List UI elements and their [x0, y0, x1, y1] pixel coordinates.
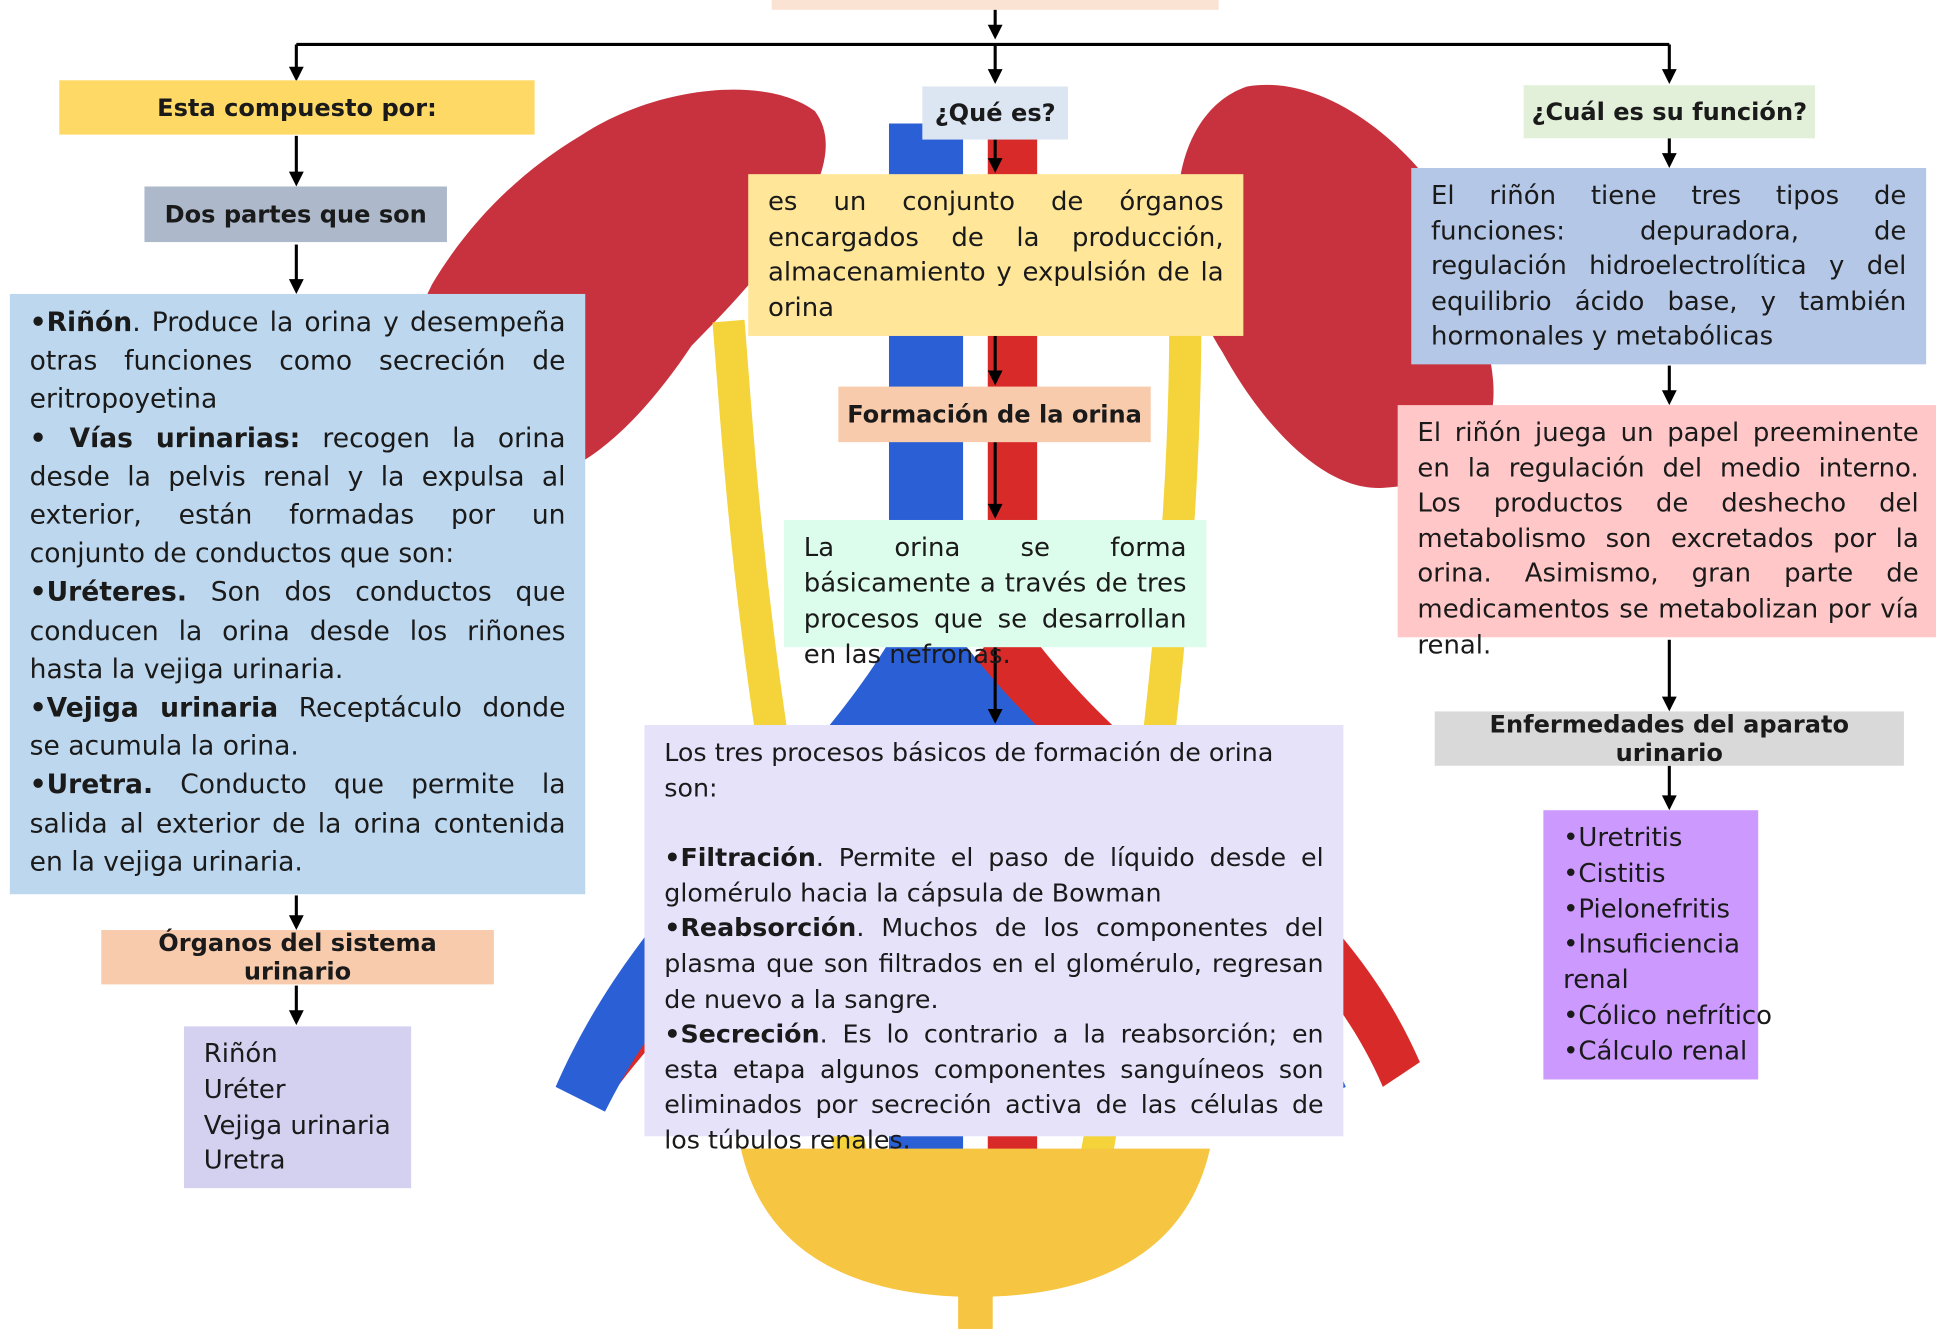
processes-intro: Los tres procesos básicos de formación d… — [664, 737, 1274, 803]
urethra — [958, 1284, 993, 1329]
disease-item: •Pielonefritis — [1563, 893, 1730, 924]
disease-item: •Insuficiencia — [1563, 929, 1740, 959]
processes-description: Los tres procesos básicos de formación d… — [644, 725, 1344, 1155]
function-text: El riñón tiene tres tipos de funciones: … — [1411, 167, 1927, 365]
vias-title: • Vías urinarias: — [29, 423, 301, 455]
connector-arrowheads — [288, 24, 1677, 1026]
filtracion-text: . Permite el paso de líquido desde el gl… — [664, 842, 1324, 908]
formation-text: La orina se forma básicamente a través d… — [784, 519, 1207, 669]
top-title-box-edge — [771, 0, 1219, 10]
function-header: ¿Cuál es su función? — [1523, 85, 1816, 139]
parts-description: •Riñón. Produce la orina y desempeña otr… — [9, 293, 586, 895]
diseases-header: Enfermedades del aparato urinario — [1434, 710, 1904, 767]
organs-header: Órganos del sistema urinario — [101, 929, 494, 986]
vejiga-text: Receptáculo donde se acumula la orina. — [29, 692, 566, 763]
organ-item: Uréter — [203, 1074, 286, 1104]
ureteres-text: Son dos conductos que conducen la orina … — [29, 577, 566, 686]
what-text: es un conjunto de órganos encargados de … — [748, 174, 1244, 336]
composed-header: Esta compuesto por: — [59, 80, 535, 135]
disease-item: •Uretritis — [1563, 822, 1683, 853]
organ-item: Uretra — [203, 1145, 286, 1176]
vejiga-title: •Vejiga urinaria — [29, 692, 279, 724]
organs-list: Riñón Uréter Vejiga urinaria Uretra — [183, 1026, 412, 1189]
formation-header: Formación de la orina — [838, 386, 1151, 443]
ureteres-title: •Uréteres. — [29, 577, 187, 609]
organ-item: Riñón — [203, 1038, 278, 1069]
filtracion-title: •Filtración — [664, 842, 816, 873]
disease-item: •Cálculo renal — [1563, 1035, 1748, 1066]
organ-item: Vejiga urinaria — [203, 1109, 391, 1140]
bladder — [740, 1148, 1211, 1297]
secrecion-title: •Secreción — [664, 1019, 820, 1049]
reabsorcion-text: . Muchos de los componentes del plasma q… — [664, 913, 1324, 1014]
vias-text: recogen la orina desde la pelvis renal y… — [29, 423, 566, 570]
disease-item: •Cólico nefrítico — [1563, 1000, 1773, 1031]
two-parts-header: Dos partes que son — [144, 186, 447, 243]
secrecion-text: . Es lo contrario a la reabsorción; en e… — [664, 1019, 1324, 1155]
uretra-text: Conducto que permite la salida al exteri… — [29, 770, 566, 878]
diseases-list: •Uretritis •Cistitis •Pielonefritis •Ins… — [1543, 810, 1773, 1080]
uretra-title: •Uretra. — [29, 770, 154, 801]
reabsorcion-title: •Reabsorción — [664, 913, 857, 943]
disease-item: renal — [1563, 964, 1629, 995]
rinon-title: •Riñón — [29, 307, 133, 339]
rinon-text: . Produce la orina y desempeña otras fun… — [29, 307, 566, 416]
what-header: ¿Qué es? — [922, 86, 1069, 140]
disease-item: •Cistitis — [1563, 858, 1666, 888]
role-text: El riñón juega un papel preeminente en l… — [1397, 405, 1936, 659]
